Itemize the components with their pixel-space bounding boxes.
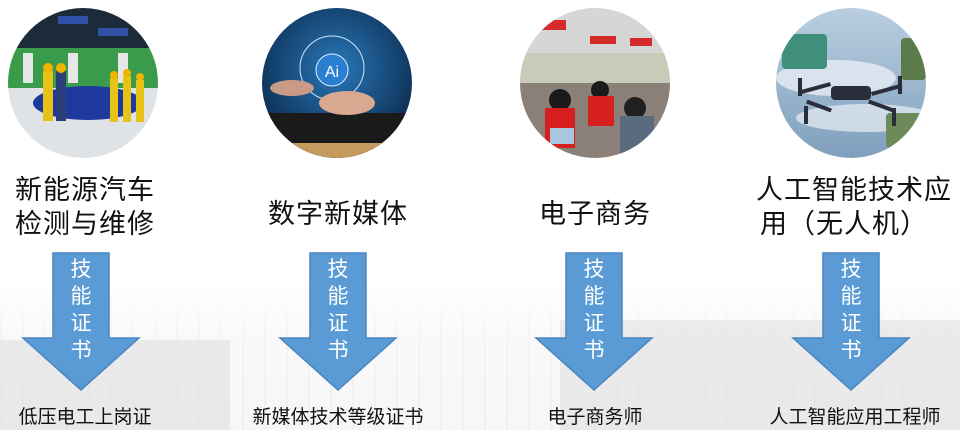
arrow-label: 技 能 证 书 bbox=[583, 257, 605, 362]
certificate-name: 人工智能应用工程师 bbox=[769, 406, 941, 428]
down-arrow-icon: 技 能 证 书 bbox=[534, 252, 654, 392]
major-title: 人工智能技术应 用（无人机） bbox=[756, 175, 952, 240]
arrow-label: 技 能 证 书 bbox=[840, 257, 862, 362]
down-arrow-icon: 技 能 证 书 bbox=[278, 252, 398, 392]
major-column-ecommerce: 电子商务 技 能 证 书 电子商务师 bbox=[480, 0, 720, 430]
down-arrow-icon: 技 能 证 书 bbox=[21, 252, 141, 392]
arrow-label: 技 能 证 书 bbox=[327, 257, 349, 362]
major-title: 新能源汽车 检测与维修 bbox=[15, 175, 155, 240]
certificate-name: 低压电工上岗证 bbox=[18, 406, 152, 428]
major-column-ev: 新能源汽车 检测与维修 技 能 证 书 低压电工上岗证 bbox=[0, 0, 240, 430]
major-title: 数字新媒体 bbox=[268, 199, 408, 230]
drone-photo bbox=[776, 8, 926, 158]
ai-tablet-hand-photo: Ai bbox=[262, 8, 412, 158]
major-column-ai-drone: 人工智能技术应 用（无人机） 技 能 证 书 人工智能应用工程师 bbox=[720, 0, 960, 430]
major-column-new-media: Ai 数字新媒体 技 能 证 书 新媒体技术等级证书 bbox=[240, 0, 480, 430]
down-arrow-icon: 技 能 证 书 bbox=[791, 252, 911, 392]
ecommerce-office-photo bbox=[520, 8, 670, 158]
certificate-name: 新媒体技术等级证书 bbox=[252, 406, 424, 428]
ev-repair-workshop-photo bbox=[8, 8, 158, 158]
arrow-label: 技 能 证 书 bbox=[70, 257, 92, 362]
svg-text:Ai: Ai bbox=[325, 64, 339, 81]
certificate-name: 电子商务师 bbox=[547, 406, 643, 428]
major-title: 电子商务 bbox=[539, 199, 651, 230]
